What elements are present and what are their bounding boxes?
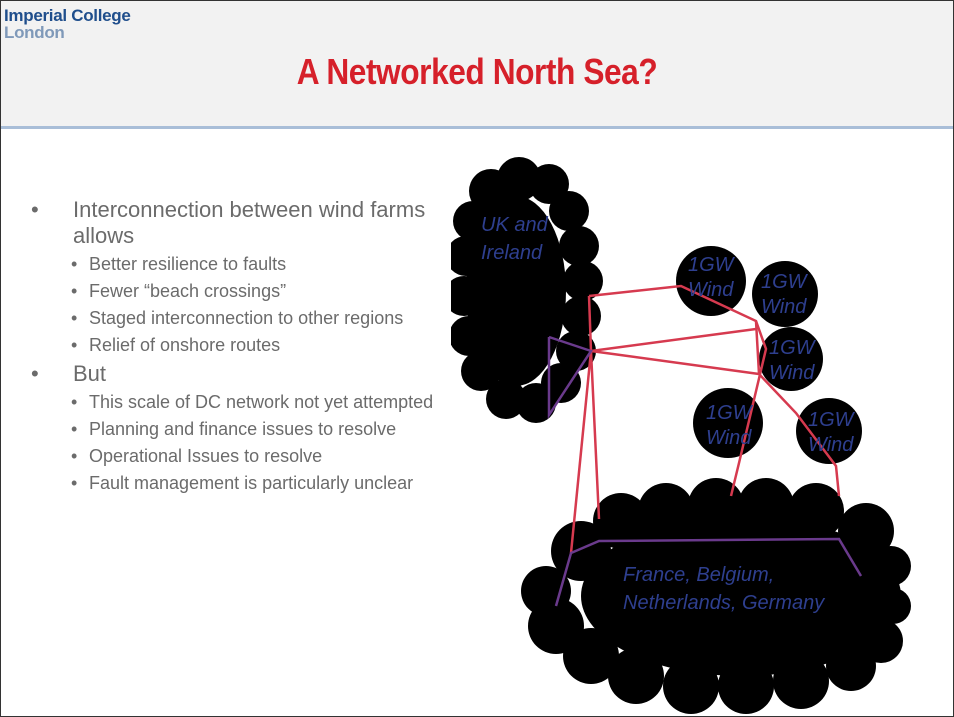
- sub-bullet-item: • Better resilience to faults: [31, 253, 451, 275]
- wind-label-5-line-1: 1GW: [808, 409, 856, 431]
- bullet-text: But: [73, 361, 107, 386]
- wind-farm-3: [759, 327, 823, 391]
- wind-farm-2: [752, 261, 818, 327]
- wind-label-4-line-1: 1GW: [706, 402, 754, 424]
- wind-label-1-line-1: 1GW: [688, 254, 736, 276]
- sub-bullet-dot-icon: •: [71, 392, 78, 412]
- sub-bullet-text: This scale of DC network not yet attempt…: [89, 392, 434, 412]
- sub-bullet-item: • Planning and finance issues to resolve: [31, 418, 451, 440]
- bullet-text: Interconnection between wind farms allow…: [73, 197, 426, 248]
- continent-label-line-2: Netherlands, Germany: [623, 592, 825, 614]
- sub-bullet-item: • Staged interconnection to other regions: [31, 307, 451, 329]
- logo-line-2: London: [4, 23, 65, 42]
- wind-farm-1: [676, 246, 746, 316]
- sub-bullet-text: Relief of onshore routes: [89, 335, 281, 355]
- continent-label-line-1: France, Belgium,: [623, 564, 774, 586]
- sub-bullet-text: Fewer “beach crossings”: [89, 281, 287, 301]
- imperial-college-logo: Imperial College London: [4, 7, 131, 41]
- bullet-list: • Interconnection between wind farms allo…: [31, 197, 451, 499]
- sub-bullet-dot-icon: •: [71, 335, 78, 355]
- sub-bullet-dot-icon: •: [71, 254, 78, 274]
- sub-bullet-text: Fault management is particularly unclear: [89, 473, 414, 493]
- logo-line-1: Imperial College: [4, 6, 131, 25]
- network-diagram-svg: UK and Ireland 1GW Wind 1GW Wind 1GW Win…: [444, 157, 911, 714]
- sub-bullet-item: • Operational Issues to resolve: [31, 445, 451, 467]
- sub-bullet-item: • This scale of DC network not yet attemp…: [31, 391, 451, 413]
- sub-bullet-text: Planning and finance issues to resolve: [89, 419, 397, 439]
- wind-label-3-line-2: Wind: [769, 362, 815, 384]
- sub-bullet-text: Better resilience to faults: [89, 254, 287, 274]
- purple-lines: [547, 335, 863, 607]
- wind-label-2-line-2: Wind: [761, 296, 807, 318]
- wind-farm-5: [796, 398, 862, 464]
- wind-label-2-line-1: 1GW: [761, 271, 809, 293]
- uk-ireland-label-line-1: UK and: [481, 214, 549, 236]
- slide-title: A Networked North Sea?: [296, 51, 658, 92]
- bullet-item: • Interconnection between wind farms allo…: [31, 197, 451, 249]
- uk-ireland-cloud: [444, 157, 603, 423]
- slide-header: Imperial College London A Networked Nort…: [1, 1, 953, 129]
- bullet-dot-icon: •: [31, 361, 39, 386]
- sub-bullet-text: Operational Issues to resolve: [89, 446, 323, 466]
- north-sea-network-diagram: UK and Ireland 1GW Wind 1GW Wind 1GW Win…: [444, 151, 911, 716]
- sub-bullet-dot-icon: •: [71, 473, 78, 493]
- wind-label-1-line-2: Wind: [688, 279, 734, 301]
- uk-ireland-label-line-2: Ireland: [481, 242, 543, 264]
- wind-label-4-line-2: Wind: [706, 427, 752, 449]
- continent-cloud: [521, 478, 911, 714]
- sub-bullet-dot-icon: •: [71, 446, 78, 466]
- wind-label-3-line-1: 1GW: [769, 337, 817, 359]
- wind-label-5-line-2: Wind: [808, 434, 854, 456]
- sub-bullet-text: Staged interconnection to other regions: [89, 308, 404, 328]
- sub-bullet-dot-icon: •: [71, 281, 78, 301]
- bullet-dot-icon: •: [31, 197, 39, 222]
- bullet-item: • But: [31, 361, 451, 387]
- sub-bullet-dot-icon: •: [71, 308, 78, 328]
- sub-bullet-item: • Relief of onshore routes: [31, 334, 451, 356]
- sub-bullet-item: • Fewer “beach crossings”: [31, 280, 451, 302]
- sub-bullet-item: • Fault management is particularly unclea…: [31, 472, 451, 494]
- sub-bullet-dot-icon: •: [71, 419, 78, 439]
